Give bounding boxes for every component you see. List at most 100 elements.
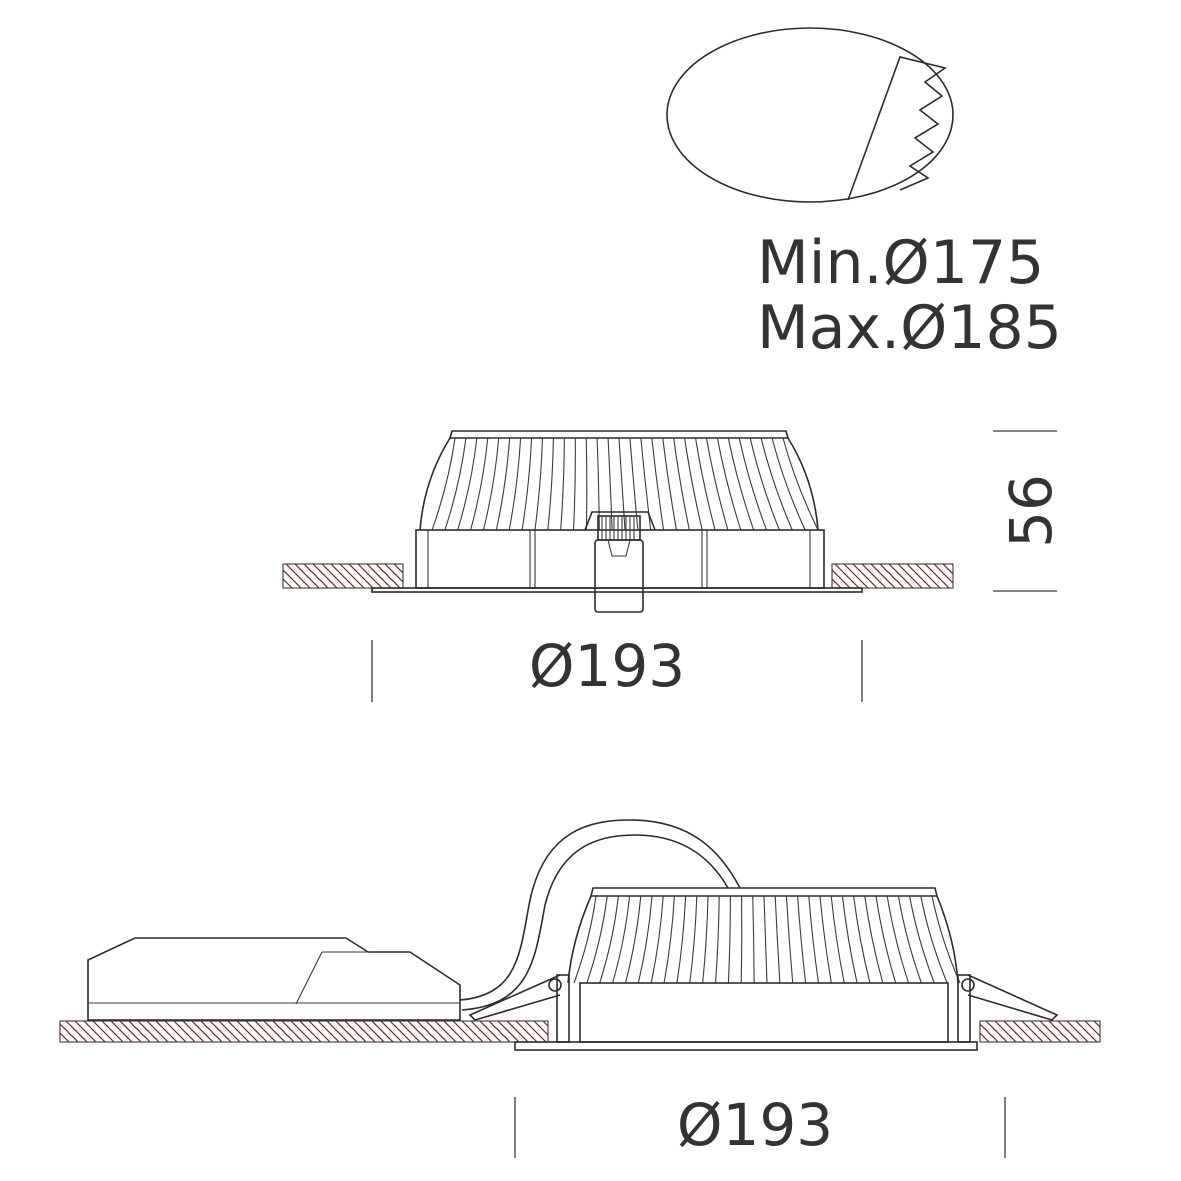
power-cable	[459, 819, 741, 1011]
fin-line	[841, 895, 858, 984]
heatsink-outline	[567, 895, 959, 984]
hatch-line	[371, 1020, 394, 1043]
hatch-line	[897, 563, 923, 589]
hatch-line	[263, 1020, 286, 1043]
fin-line	[663, 895, 675, 984]
fin-line	[495, 437, 511, 531]
hatch-line	[92, 1020, 115, 1043]
hatch-line	[951, 563, 954, 566]
hatch-line	[173, 1020, 196, 1043]
hatch-line	[282, 569, 302, 589]
fin-line	[560, 437, 565, 531]
fin-line	[508, 437, 522, 531]
ceiling-left	[59, 1020, 549, 1043]
hatch-line	[312, 563, 338, 589]
cutout-diagram: Min.Ø175 Max.Ø185	[666, 27, 1062, 363]
hatch-line	[245, 1020, 268, 1043]
diameter-dimension-lines	[371, 640, 863, 702]
hatch-line	[452, 1020, 475, 1043]
hatch-line	[994, 1020, 1017, 1043]
fin-line	[637, 895, 653, 984]
hatch-line	[74, 1020, 97, 1043]
fin-line	[716, 437, 742, 531]
hatch-line	[933, 563, 954, 584]
hatch-line	[443, 1020, 466, 1043]
hatch-line	[272, 1020, 295, 1043]
fin-line	[599, 895, 619, 984]
hatch-line	[128, 1020, 151, 1043]
fin-line	[797, 895, 807, 984]
fin-line	[727, 895, 731, 984]
fin-line	[572, 437, 576, 531]
hatch-line	[227, 1020, 250, 1043]
hatch-line	[533, 1020, 549, 1036]
hatch-line	[834, 563, 860, 589]
hatch-line	[200, 1020, 223, 1043]
hatch-line	[906, 563, 932, 589]
cutout-ellipse	[666, 27, 954, 203]
hatch-line	[281, 1020, 304, 1043]
hatch-line	[416, 1020, 439, 1043]
hatch-line	[461, 1020, 484, 1043]
hatch-line	[542, 1020, 549, 1027]
hatch-line	[398, 1020, 421, 1043]
driver-box	[87, 937, 461, 1021]
spring-clip	[584, 511, 656, 613]
fin-line	[689, 895, 698, 984]
fin-line	[738, 437, 768, 531]
installed-diameter-label: Ø193	[677, 1091, 833, 1159]
hatch-line	[942, 563, 954, 575]
fin-line	[749, 437, 780, 531]
hatch-line	[1003, 1020, 1026, 1043]
fin-line	[727, 437, 755, 531]
fin-line	[482, 437, 500, 531]
fin-line	[618, 437, 626, 531]
hatch-line	[852, 563, 878, 589]
fin-line	[694, 437, 716, 531]
hatch-line	[985, 1020, 1008, 1043]
front-view: Ø193 56	[282, 430, 1065, 702]
fin-line	[740, 895, 743, 984]
hatch-line	[861, 563, 887, 589]
hatch-line	[218, 1020, 241, 1043]
fin-line	[864, 895, 884, 984]
hatch-line	[524, 1020, 547, 1043]
fin-line	[705, 437, 729, 531]
fin-line	[534, 437, 544, 531]
fin-line	[573, 895, 597, 984]
hatch-line	[119, 1020, 142, 1043]
hatch-line	[1075, 1020, 1098, 1043]
hatch-line	[1057, 1020, 1080, 1043]
heatsink-top-band	[589, 887, 939, 897]
hatch-line	[339, 563, 365, 589]
hatch-line	[515, 1020, 538, 1043]
hatch-line	[979, 1032, 990, 1043]
fin-line	[612, 895, 631, 984]
hatch-line	[303, 563, 329, 589]
fin-line	[673, 437, 690, 531]
hatch-line	[326, 1020, 349, 1043]
hatch-line	[879, 563, 905, 589]
hatch-line	[353, 1020, 376, 1043]
fin-line	[752, 895, 755, 984]
trim-flange	[514, 1041, 978, 1051]
hatch-line	[330, 563, 356, 589]
fin-line	[886, 895, 910, 984]
hatch-line	[488, 1020, 511, 1043]
fin-line	[444, 437, 467, 531]
heatsink-outline	[419, 437, 819, 531]
fin-line	[909, 895, 935, 984]
fin-line	[624, 895, 642, 984]
hatch-line	[254, 1020, 277, 1043]
hatch-line	[344, 1020, 367, 1043]
fin-line	[763, 895, 768, 984]
hatch-line	[317, 1020, 340, 1043]
hatch-line	[375, 563, 401, 589]
hatch-line	[209, 1020, 232, 1043]
installed-view: Ø193	[59, 819, 1101, 1159]
saw-cut-icon	[847, 56, 947, 201]
spring-clip-right	[957, 974, 1059, 1043]
hatch-line	[506, 1020, 529, 1043]
hatch-line	[321, 563, 347, 589]
